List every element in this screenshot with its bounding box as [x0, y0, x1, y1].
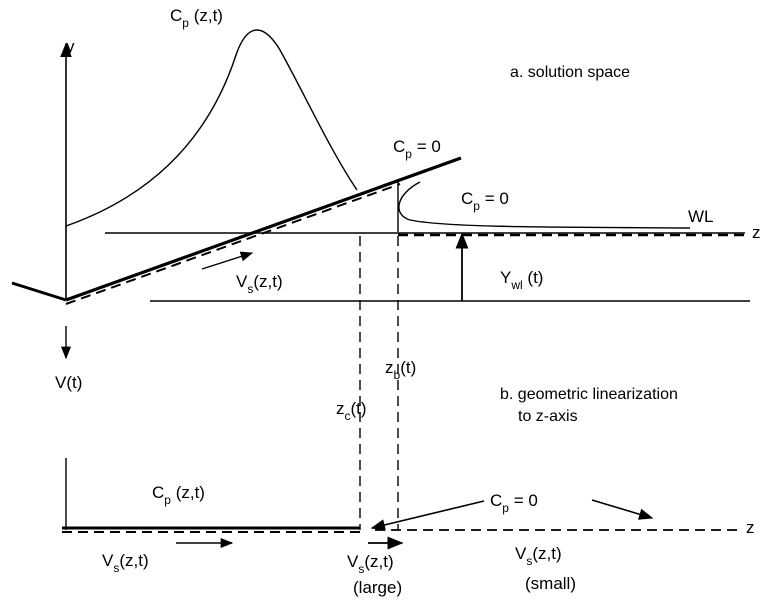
panel-a-solution-space: y Cp (z,t) Cp = 0 Cp = 0 WL z Y [11, 6, 761, 392]
b-vs-large-label: Vs(z,t) [347, 552, 394, 576]
wedge-left-face [11, 281, 67, 302]
caption-b-line1: b. geometric linearization [500, 386, 678, 403]
y-axis-label: y [66, 37, 75, 56]
wedge-body [65, 156, 462, 302]
panel-b-linearization: b. geometric linearization to z-axis z C… [62, 386, 755, 597]
spray-jet-curve [398, 181, 691, 229]
cp-zero-jet-label: Cp = 0 [461, 189, 509, 213]
pressure-distribution-curve [65, 29, 358, 227]
pressure-curve-label: Cp (z,t) [170, 6, 223, 30]
ywl-label: Ywl (t) [500, 268, 543, 292]
z-axis-label-a: z [752, 223, 761, 242]
b-vs-left-label: Vs(z,t) [102, 551, 149, 575]
cp-zero-upper-label: Cp = 0 [393, 137, 441, 161]
b-cp-zero-arrow-left [370, 500, 485, 531]
b-cp-zero-arrow-right [591, 499, 654, 520]
vs-label-a: Vs(z,t) [236, 272, 283, 296]
b-vs-small-label: Vs(z,t) [515, 544, 562, 568]
wedge-linearized-dash [65, 183, 401, 305]
velocity-label: V(t) [55, 373, 82, 392]
caption-a: a. solution space [510, 64, 630, 81]
z-axis-label-b: z [746, 518, 755, 537]
vs-arrow-body [201, 251, 254, 270]
zb-label: zb(t) [385, 358, 416, 382]
b-vs-small-note: (small) [525, 574, 576, 593]
wl-label: WL [688, 207, 714, 226]
b-cp-zero-label: Cp = 0 [490, 491, 538, 515]
zc-label: zc(t) [336, 399, 367, 423]
b-cp-label: Cp (z,t) [152, 483, 205, 507]
caption-b-line2: to z-axis [518, 408, 578, 425]
b-vs-large-note: (large) [353, 578, 402, 597]
